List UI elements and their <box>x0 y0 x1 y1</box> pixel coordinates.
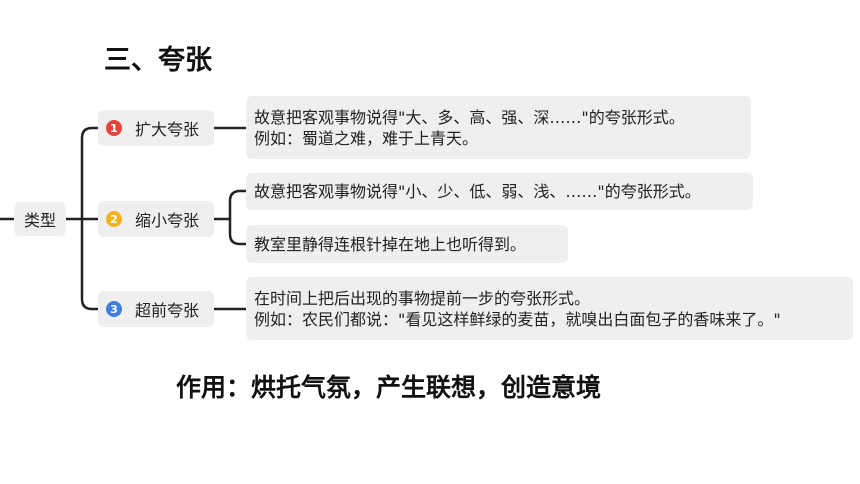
root-node[interactable]: 类型 <box>14 202 66 236</box>
leaf-text: 在时间上把后出现的事物提前一步的夸张形式。 <box>254 288 591 308</box>
leaf-text: 例如：蜀道之难，难于上青天。 <box>254 128 479 148</box>
branch-label: 超前夸张 <box>135 301 200 320</box>
number-badge-icon: 1 <box>106 120 122 136</box>
leaf-text: 教室里静得连根针掉在地上也听得到。 <box>254 234 527 254</box>
branch-label: 扩大夸张 <box>135 120 200 139</box>
leaf-node[interactable]: 故意把客观事物说得"大、多、高、强、深……"的夸张形式。 例如：蜀道之难，难于上… <box>246 96 751 159</box>
number-badge-icon: 3 <box>106 301 122 317</box>
page-title: 三、夸张 <box>104 45 212 76</box>
branch-node-shrink[interactable]: 2 缩小夸张 <box>98 201 214 237</box>
branch-node-expand[interactable]: 1 扩大夸张 <box>98 110 214 146</box>
number-badge-icon: 2 <box>106 211 122 227</box>
function-summary: 作用：烘托气氛，产生联想，创造意境 <box>176 373 602 402</box>
branch-label: 缩小夸张 <box>135 211 200 230</box>
leaf-text: 故意把客观事物说得"大、多、高、强、深……"的夸张形式。 <box>254 107 685 127</box>
leaf-node[interactable]: 故意把客观事物说得"小、少、低、弱、浅、……"的夸张形式。 <box>246 173 753 210</box>
connector-branch-2-leaves <box>228 189 248 246</box>
leaf-text: 故意把客观事物说得"小、少、低、弱、浅、……"的夸张形式。 <box>254 182 701 201</box>
leaf-node[interactable]: 教室里静得连根针掉在地上也听得到。 <box>246 225 568 263</box>
branch-node-advance[interactable]: 3 超前夸张 <box>98 291 214 327</box>
leaf-node[interactable]: 在时间上把后出现的事物提前一步的夸张形式。 例如：农民们都说："看见这样鲜绿的麦… <box>246 277 853 340</box>
leaf-text: 例如：农民们都说："看见这样鲜绿的麦苗，就嗅出白面包子的香味来了。" <box>254 309 781 329</box>
